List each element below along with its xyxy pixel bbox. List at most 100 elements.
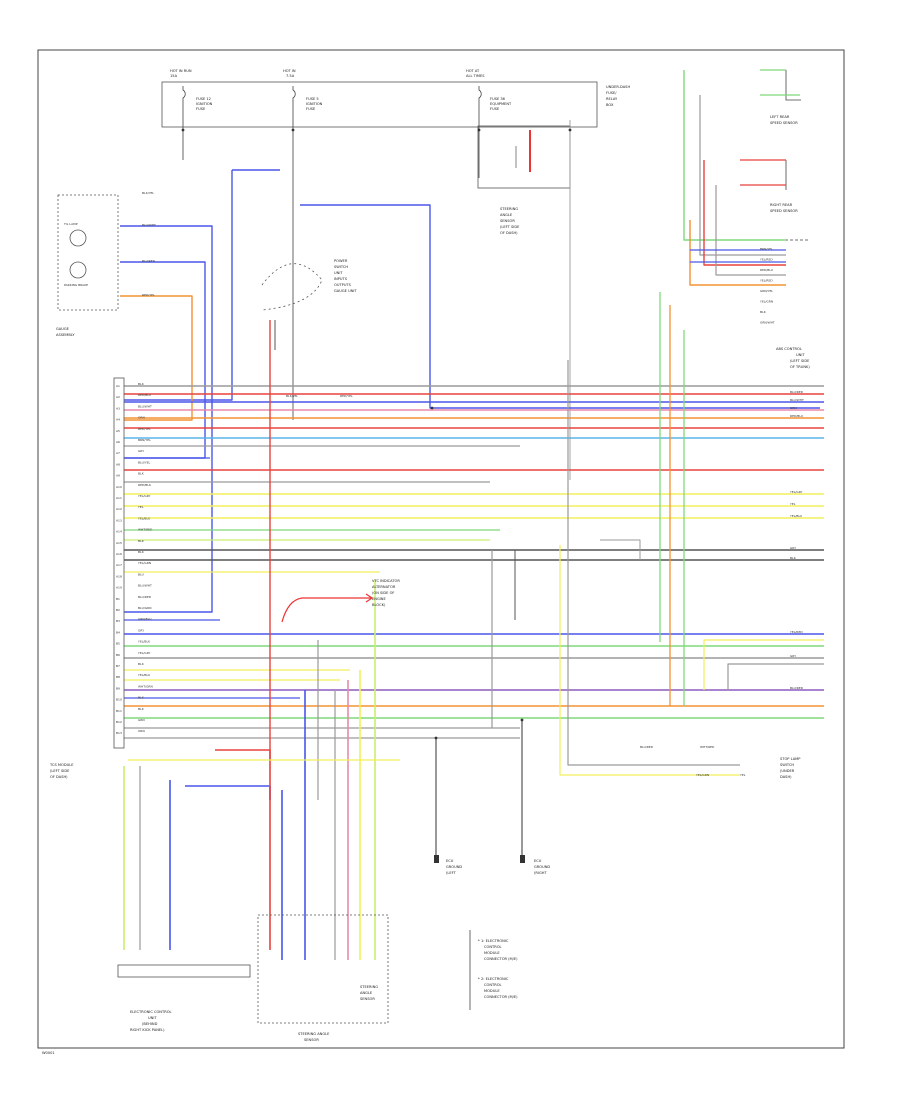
top-right-box-labels: UNDER-DASH FUSE/ RELAY BOX <box>606 85 630 107</box>
pin-label: A15 <box>116 541 122 545</box>
pin-label: B7 <box>116 664 120 668</box>
wire-label-left: WHT/GRN <box>138 684 153 688</box>
wire-label-right: YEL/GRY <box>790 490 803 494</box>
wire-group: BLKRED/BLUBLU/WHTORNRED/YELBRN/YELGRYBLU… <box>120 69 824 960</box>
wire-label-left: BLK <box>138 696 145 700</box>
wire-label-left: WHT/RED <box>138 528 153 532</box>
wire-red-abs <box>703 160 786 266</box>
wire-label-left: BLU/GRN <box>138 606 151 610</box>
wire-label-left: YEL/BLK <box>138 640 151 644</box>
wire-label-left: BLU/YEL <box>138 460 151 464</box>
gauge-assembly-2: ASSEMBLY <box>56 333 75 337</box>
stop-3: (UNDER <box>780 769 795 773</box>
box-label-4: BOX <box>606 103 614 107</box>
left-speed-2: SPEED SENSOR <box>770 121 798 125</box>
wire-label-left: GRN/BLU <box>138 617 151 621</box>
wire-label-left: RED/YEL <box>138 427 151 431</box>
pin-label: B12 <box>116 720 122 724</box>
box-label-2: FUSE/ <box>606 91 617 95</box>
pin-label: A9 <box>116 474 120 478</box>
fuse-labels: HOT IN RUN 15A FUSE 12 IGNITION FUSE HOT… <box>170 69 512 111</box>
pin-label: A5 <box>116 429 120 433</box>
pin-label: A11 <box>116 496 122 500</box>
mid-3: (ON SIDE OF <box>372 591 394 595</box>
wire-blu-wht <box>120 225 213 613</box>
steering-sensor-4: (LEFT SIDE <box>500 225 520 229</box>
pin-label: B8 <box>116 675 120 679</box>
wire-label-left: RED/BLU <box>138 393 151 397</box>
wire-label-abs: YEL/RED <box>760 258 773 262</box>
legend-2-4: CONNECTOR (M/E) <box>484 995 518 999</box>
gnd-left-3: (LEFT <box>446 871 457 875</box>
steering-sensor-1: STEERING <box>500 207 518 211</box>
pin-label: B13 <box>116 731 122 735</box>
bl-1: ELECTRONIC CONTROL <box>130 1010 172 1014</box>
stop-4: DASH) <box>780 775 792 779</box>
wire-label-left: YEL/BLU <box>138 516 150 520</box>
fuse-3-name: HOT AT <box>466 69 480 73</box>
right-speed-2: SPEED SENSOR <box>770 209 798 213</box>
wire-label-right: BLK <box>790 556 797 560</box>
pin-label: A1 <box>116 384 120 388</box>
splice-dot <box>568 128 572 132</box>
bl-4: RIGHT KICK PANEL) <box>130 1028 165 1032</box>
wire-sensor2 <box>740 159 786 186</box>
fuse-3-line2: FUSE 36 <box>490 97 506 101</box>
gauge-assembly-1: GAUGE <box>56 327 70 331</box>
pin-label: A19 <box>116 586 122 590</box>
pin-label: B4 <box>116 630 120 634</box>
gnd-right-2: GROUND <box>534 865 550 869</box>
footer-code: W0001 <box>42 1051 55 1055</box>
fuse-3-rating: ALL TIMES <box>466 74 485 78</box>
wire-label-right: BLU/RED <box>790 686 804 690</box>
bottom-labels: ELECTRONIC CONTROL UNIT (BEHIND RIGHT KI… <box>130 985 378 1042</box>
wire-label-abs: YEL/RED <box>760 279 773 283</box>
wire-label-right: YEL <box>790 502 796 506</box>
tcs-labels: TCS MODULE (LEFT SIDE OF DASH) <box>49 763 74 779</box>
pin-label: A8 <box>116 462 120 466</box>
wire-yel-right <box>703 639 824 690</box>
pin-label: A17 <box>116 563 122 567</box>
wire-label-left: GRN <box>138 718 145 722</box>
wire-org-abs <box>689 220 786 286</box>
pin-label: B5 <box>116 642 120 646</box>
abs-1: ABS CONTROL <box>776 347 802 351</box>
bottom-mid-connector <box>257 914 389 1024</box>
fuse-1-rating: 15A <box>170 74 178 78</box>
fuse-symbols <box>182 86 482 120</box>
wire-label-right: GRY <box>790 654 796 658</box>
mid-block-labels: VTC INDICATOR ALTERNATOR (ON SIDE OF ENG… <box>372 579 400 607</box>
wire-label-left: YEL/GRY <box>138 651 151 655</box>
gnd-right-1: ECU <box>534 859 542 863</box>
splice-dot <box>477 128 481 132</box>
steering-sensor-2: ANGLE <box>500 213 513 217</box>
pin-label: A4 <box>116 418 120 422</box>
splice-dot <box>291 128 295 132</box>
wire-abs-gnd <box>600 539 641 560</box>
ign-label-2: SWITCH <box>334 265 348 269</box>
pin-label: A18 <box>116 574 122 578</box>
wire-label-right: GRY <box>790 546 796 550</box>
ignition-labels: POWER SWITCH UNIT INPUTS OUTPUTS GAUGE U… <box>334 259 357 293</box>
legend-1-3: MODULE <box>484 951 500 955</box>
wire-label-left: BRN/YEL <box>138 438 151 442</box>
wire-label-top: BLU/RED <box>142 259 156 263</box>
main-connector <box>113 377 125 749</box>
wire-label-right: GRN <box>790 406 797 410</box>
legend-2-3: MODULE <box>484 989 500 993</box>
right-side-labels: LEFT REAR SPEED SENSOR RIGHT REAR SPEED … <box>770 115 810 369</box>
parking-brake-label: PARKING BRAKE <box>64 283 88 287</box>
pin-label: A2 <box>116 395 120 399</box>
pin-label: B3 <box>116 619 120 623</box>
wire-label-stop: YEL/GRN <box>696 773 709 777</box>
wire-label-left: GRY <box>138 449 144 453</box>
page-border <box>37 49 845 1049</box>
wire-gry2-abs <box>715 185 786 276</box>
wire-label-left: BLU/WHT <box>138 584 152 588</box>
pin-label: B11 <box>116 709 122 713</box>
wire-label-left: YEL/BLU <box>138 673 150 677</box>
ign-label-5: OUTPUTS <box>334 283 352 287</box>
ign-label-6: GAUGE UNIT <box>334 289 357 293</box>
box-label-3: RELAY <box>606 97 618 101</box>
right-speed-1: RIGHT REAR <box>770 203 793 207</box>
